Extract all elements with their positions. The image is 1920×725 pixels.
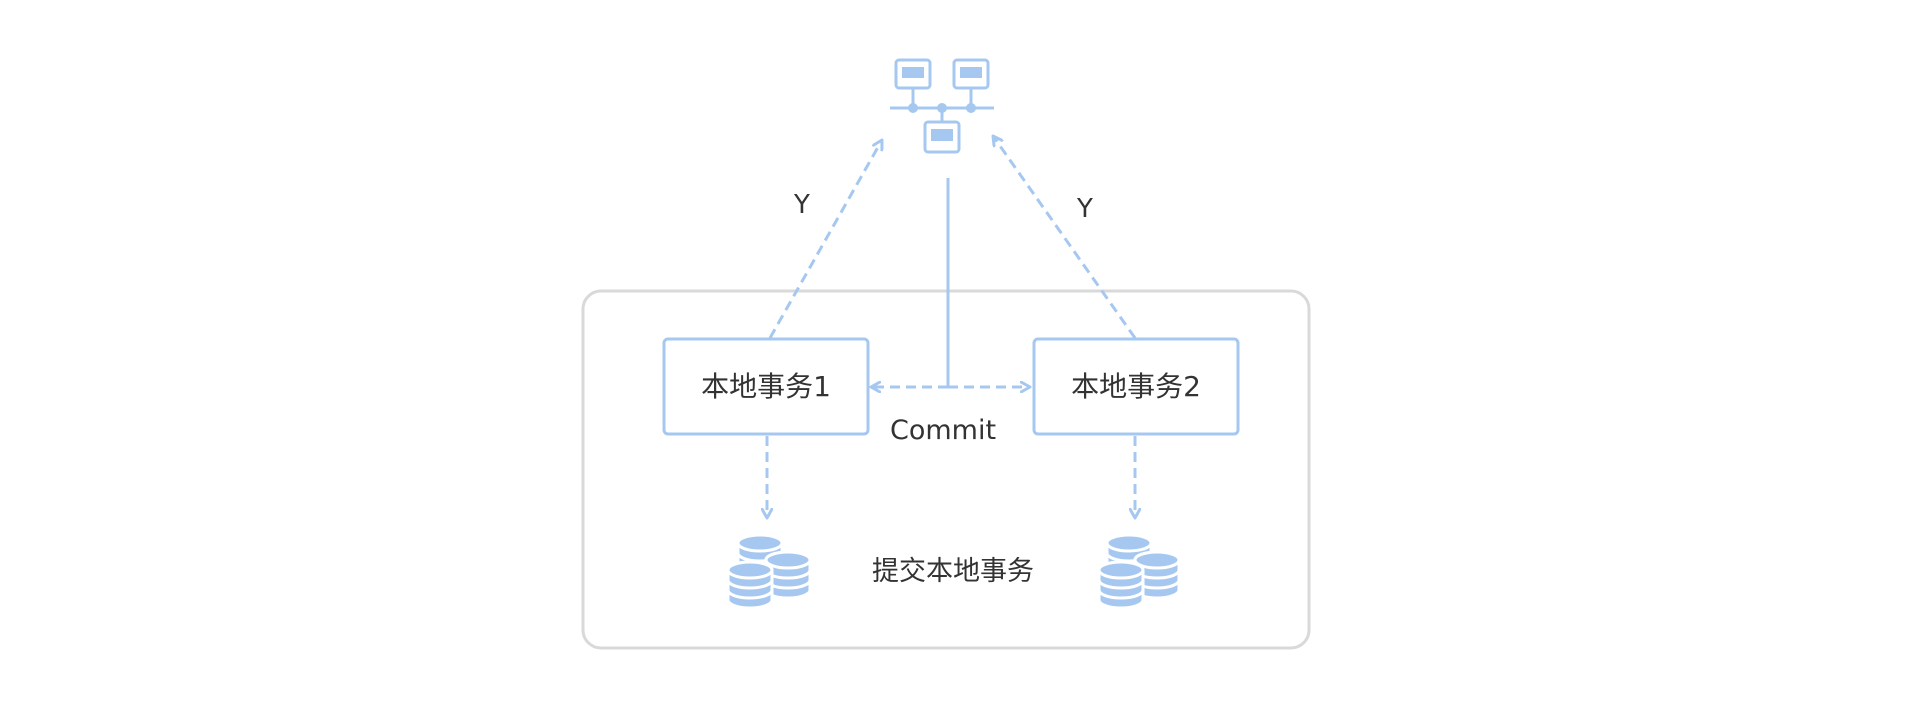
local-transaction-2-box xyxy=(1032,337,1240,436)
y-arrow-left xyxy=(768,140,882,339)
commit-label: Commit xyxy=(890,415,996,446)
group-caption: 提交本地事务 xyxy=(872,556,1034,587)
y-arrow-right xyxy=(993,136,1137,339)
local-transaction-group xyxy=(581,289,1311,650)
local-transaction-2-label: 本地事务2 xyxy=(1071,370,1201,403)
local-transaction-1-box xyxy=(662,337,870,436)
network-computers-icon xyxy=(890,58,994,154)
local-transaction-1-label: 本地事务1 xyxy=(701,370,831,403)
y-label-left: Y xyxy=(793,190,810,220)
database-stack-icon xyxy=(726,533,812,610)
y-label-right: Y xyxy=(1076,194,1093,224)
database-stack-icon xyxy=(1097,533,1181,610)
